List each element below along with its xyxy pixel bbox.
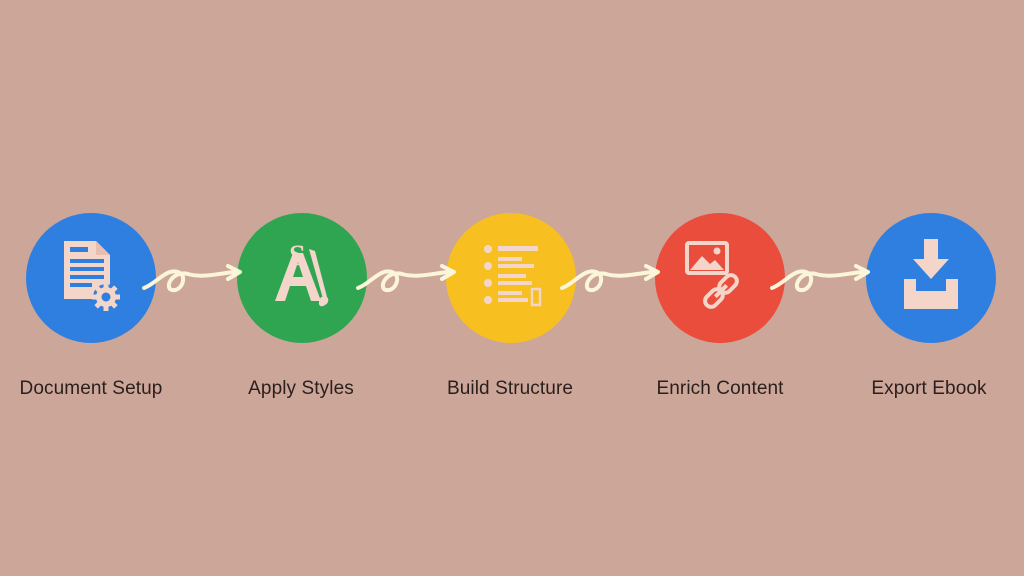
step-4-label: Enrich Content <box>656 378 784 399</box>
step-2-circle: S <box>237 213 367 343</box>
step-1-label: Document Setup <box>19 378 163 399</box>
document-gear-icon <box>64 241 120 311</box>
arrow-1 <box>142 264 242 293</box>
step-2-label: Apply Styles <box>248 378 354 399</box>
step-5-circle <box>866 213 996 343</box>
step-4-circle <box>655 213 785 343</box>
style-brush-icon: S <box>275 239 329 307</box>
arrow-3 <box>560 264 660 293</box>
image-link-icon <box>685 241 739 309</box>
list-structure-icon <box>484 245 542 307</box>
step-5-label: Export Ebook <box>871 378 987 399</box>
step-1-circle <box>26 213 156 343</box>
step-3-label: Build Structure <box>446 378 574 399</box>
download-tray-icon <box>904 239 958 309</box>
arrow-4 <box>770 264 870 293</box>
arrow-2 <box>356 264 456 293</box>
step-3-circle <box>446 213 576 343</box>
